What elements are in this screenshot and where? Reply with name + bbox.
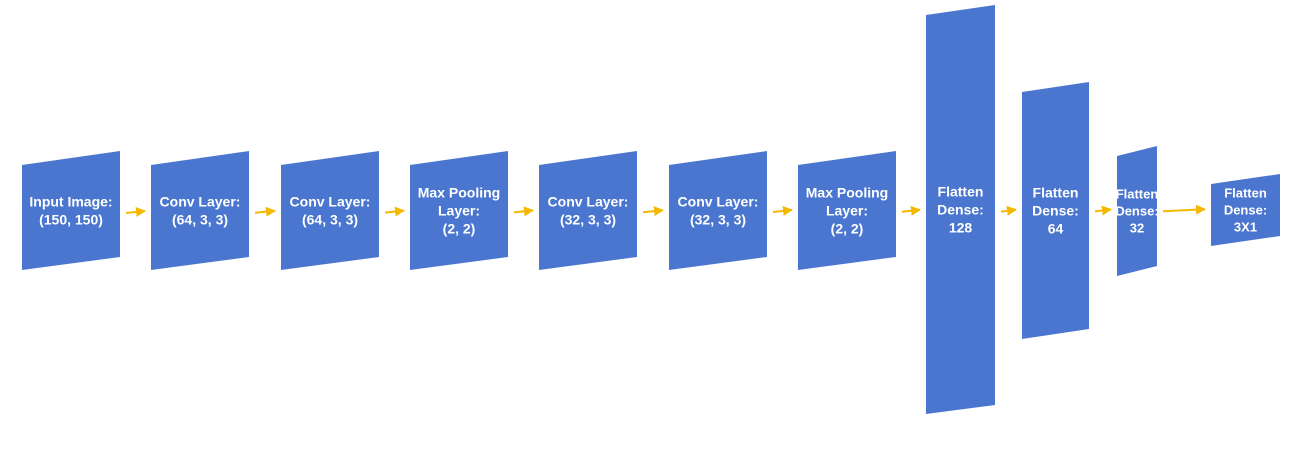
conv-layer-2-label-line-1: Conv Layer: [290,194,371,210]
conv-layer-4-block: Conv Layer: (32, 3, 3) [669,151,767,270]
flatten-dense-3x1-label-line-3: 3X1 [1234,220,1257,235]
flatten-dense-32-label-line-2: Dense: [1115,204,1158,219]
arrow-4-to-5 [513,206,534,217]
arrow-9-to-10 [1094,205,1112,216]
max-pooling-layer-2-label-line-3: (2, 2) [831,221,864,237]
max-pooling-layer-2-shape [798,151,896,270]
arrow-3-to-4 [384,206,405,217]
layer-blocks: Input Image: (150, 150) Conv Layer: (64, 3,… [22,5,1280,414]
arrow-2-to-3 [254,206,276,217]
flatten-dense-3x1-label-line-2: Dense: [1224,203,1267,218]
conv-layer-4-shape [669,151,767,270]
conv-layer-2-label-line-2: (64, 3, 3) [302,212,358,228]
max-pooling-layer-2-label-line-2: Layer: [826,203,868,219]
conv-layer-1-block: Conv Layer: (64, 3, 3) [151,151,249,270]
arrow-8-to-9 [1000,205,1017,216]
arrow-1-to-2 [125,206,146,217]
connector-arrows [125,204,1206,217]
flatten-dense-32-label-line-3: 32 [1130,221,1144,236]
arrow-6-to-7 [772,205,793,216]
arrow-10-to-11 [1162,204,1206,215]
flatten-dense-128-label-line-1: Flatten [938,184,984,200]
flatten-dense-3x1-label-line-1: Flatten [1224,186,1267,201]
conv-layer-3-shape [539,151,637,270]
flatten-dense-64-label-line-3: 64 [1048,220,1064,236]
conv-layer-1-label-line-1: Conv Layer: [160,194,241,210]
conv-layer-2-shape [281,151,379,270]
max-pooling-layer-2-label-line-1: Max Pooling [806,185,888,201]
arrow-7-to-8 [901,205,921,216]
conv-layer-2-block: Conv Layer: (64, 3, 3) [281,151,379,270]
conv-layer-1-label-line-2: (64, 3, 3) [172,212,228,228]
conv-layer-1-shape [151,151,249,270]
conv-layer-4-label-line-2: (32, 3, 3) [690,212,746,228]
flatten-dense-128-label-line-2: Dense: [937,202,984,218]
conv-layer-3-label-line-2: (32, 3, 3) [560,212,616,228]
flatten-dense-128-label-line-3: 128 [949,220,973,236]
max-pooling-layer-1-label-line-1: Max Pooling [418,185,500,201]
max-pooling-layer-1-label-line-3: (2, 2) [443,221,476,237]
conv-layer-3-block: Conv Layer: (32, 3, 3) [539,151,637,270]
flatten-dense-32-shape [1117,146,1157,276]
max-pooling-layer-1-shape [410,151,508,270]
flatten-dense-128-shape [926,5,995,414]
conv-layer-4-label-line-1: Conv Layer: [678,194,759,210]
input-image-label-line-2: (150, 150) [39,212,103,228]
flatten-dense-64-label-line-2: Dense: [1032,202,1079,218]
flatten-dense-64-shape [1022,82,1089,339]
conv-layer-3-label-line-1: Conv Layer: [548,194,629,210]
input-image-label-line-1: Input Image: [29,194,112,210]
flatten-dense-3x1-shape [1211,174,1280,246]
flatten-dense-32-label-line-1: Flatten [1116,187,1159,202]
input-image-block: Input Image: (150, 150) [22,151,120,270]
flatten-dense-64-label-line-1: Flatten [1033,184,1079,200]
input-image-shape [22,151,120,270]
arrow-5-to-6 [642,206,664,217]
max-pooling-layer-1-label-line-2: Layer: [438,203,480,219]
